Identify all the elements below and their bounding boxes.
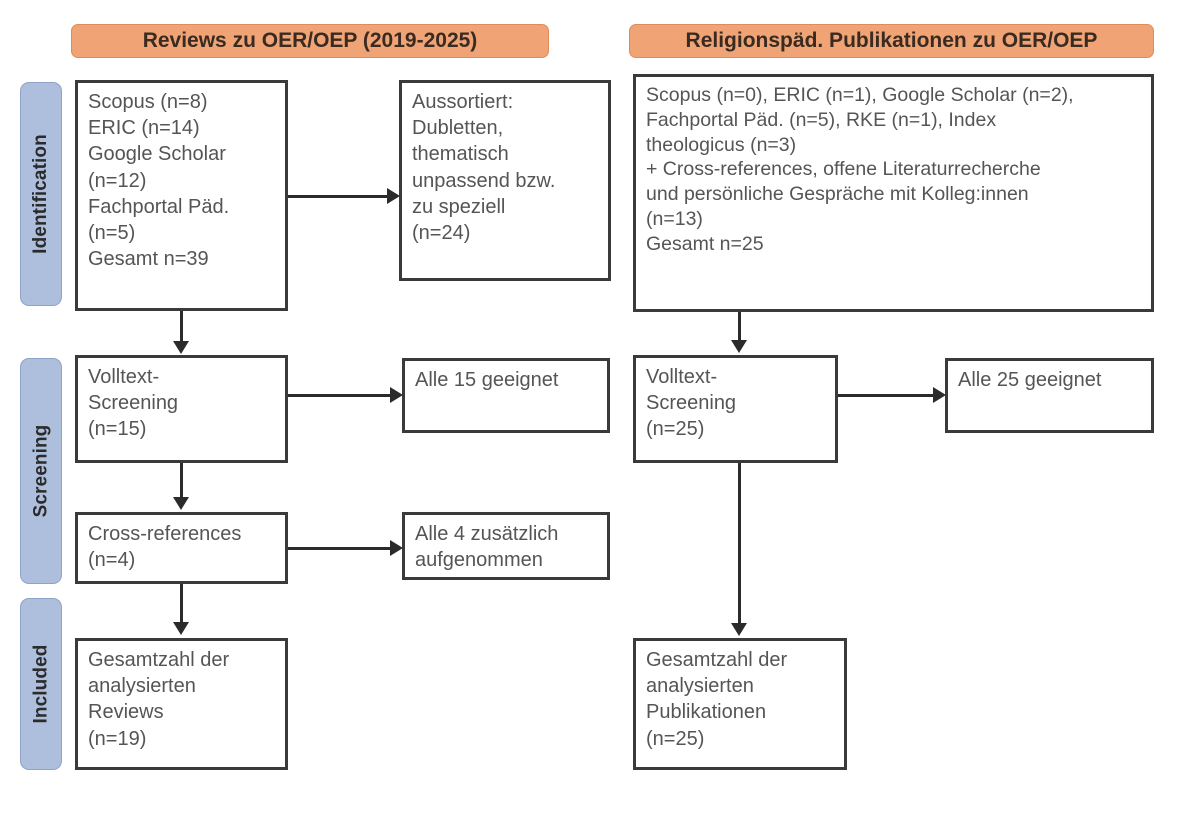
arrowhead-publications-sources-to-screening [731, 340, 747, 353]
phase-bar-screening: Screening [20, 358, 62, 584]
arrowhead-reviews-screening-to-crossref [173, 497, 189, 510]
arrowhead-reviews-crossref-to-included [173, 622, 189, 635]
connector-reviews-sources-to-screening [180, 311, 183, 343]
phase-label-included: Included [30, 644, 52, 724]
box-reviews-excluded: Aussortiert: Dubletten, thematisch unpas… [399, 80, 611, 281]
connector-reviews-screening-to-crossref [180, 463, 183, 499]
box-reviews-included-total: Gesamtzahl der analysierten Reviews (n=1… [75, 638, 288, 770]
column-header-publications: Religionspäd. Publikationen zu OER/OEP [629, 24, 1154, 58]
arrowhead-reviews-sources-to-screening [173, 341, 189, 354]
box-publications-fulltext-screening: Volltext- Screening (n=25) [633, 355, 838, 463]
arrowhead-reviews-screening-to-suitable [390, 387, 403, 403]
connector-publications-screening-to-suitable [838, 394, 935, 397]
phase-bar-identification: Identification [20, 82, 62, 306]
arrowhead-publications-screening-to-included [731, 623, 747, 636]
box-reviews-sources: Scopus (n=8) ERIC (n=14) Google Scholar … [75, 80, 288, 311]
phase-bar-included: Included [20, 598, 62, 770]
box-publications-included-total: Gesamtzahl der analysierten Publikatione… [633, 638, 847, 770]
box-publications-all-suitable: Alle 25 geeignet [945, 358, 1154, 433]
box-reviews-cross-references: Cross-references (n=4) [75, 512, 288, 584]
phase-label-identification: Identification [30, 134, 51, 254]
arrowhead-reviews-sources-to-excluded [387, 188, 400, 204]
box-reviews-all-added: Alle 4 zusätzlich aufgenommen [402, 512, 610, 580]
arrowhead-publications-screening-to-suitable [933, 387, 946, 403]
connector-publications-screening-to-included [738, 463, 741, 625]
connector-publications-sources-to-screening [738, 312, 741, 342]
box-publications-sources: Scopus (n=0), ERIC (n=1), Google Scholar… [633, 74, 1154, 312]
phase-label-screening: Screening [30, 424, 52, 518]
box-reviews-fulltext-screening: Volltext- Screening (n=15) [75, 355, 288, 463]
connector-reviews-sources-to-excluded [288, 195, 389, 198]
connector-reviews-crossref-to-added [288, 547, 392, 550]
connector-reviews-screening-to-suitable [288, 394, 392, 397]
column-header-reviews: Reviews zu OER/OEP (2019-2025) [71, 24, 549, 58]
arrowhead-reviews-crossref-to-added [390, 540, 403, 556]
box-reviews-all-suitable: Alle 15 geeignet [402, 358, 610, 433]
connector-reviews-crossref-to-included [180, 584, 183, 624]
